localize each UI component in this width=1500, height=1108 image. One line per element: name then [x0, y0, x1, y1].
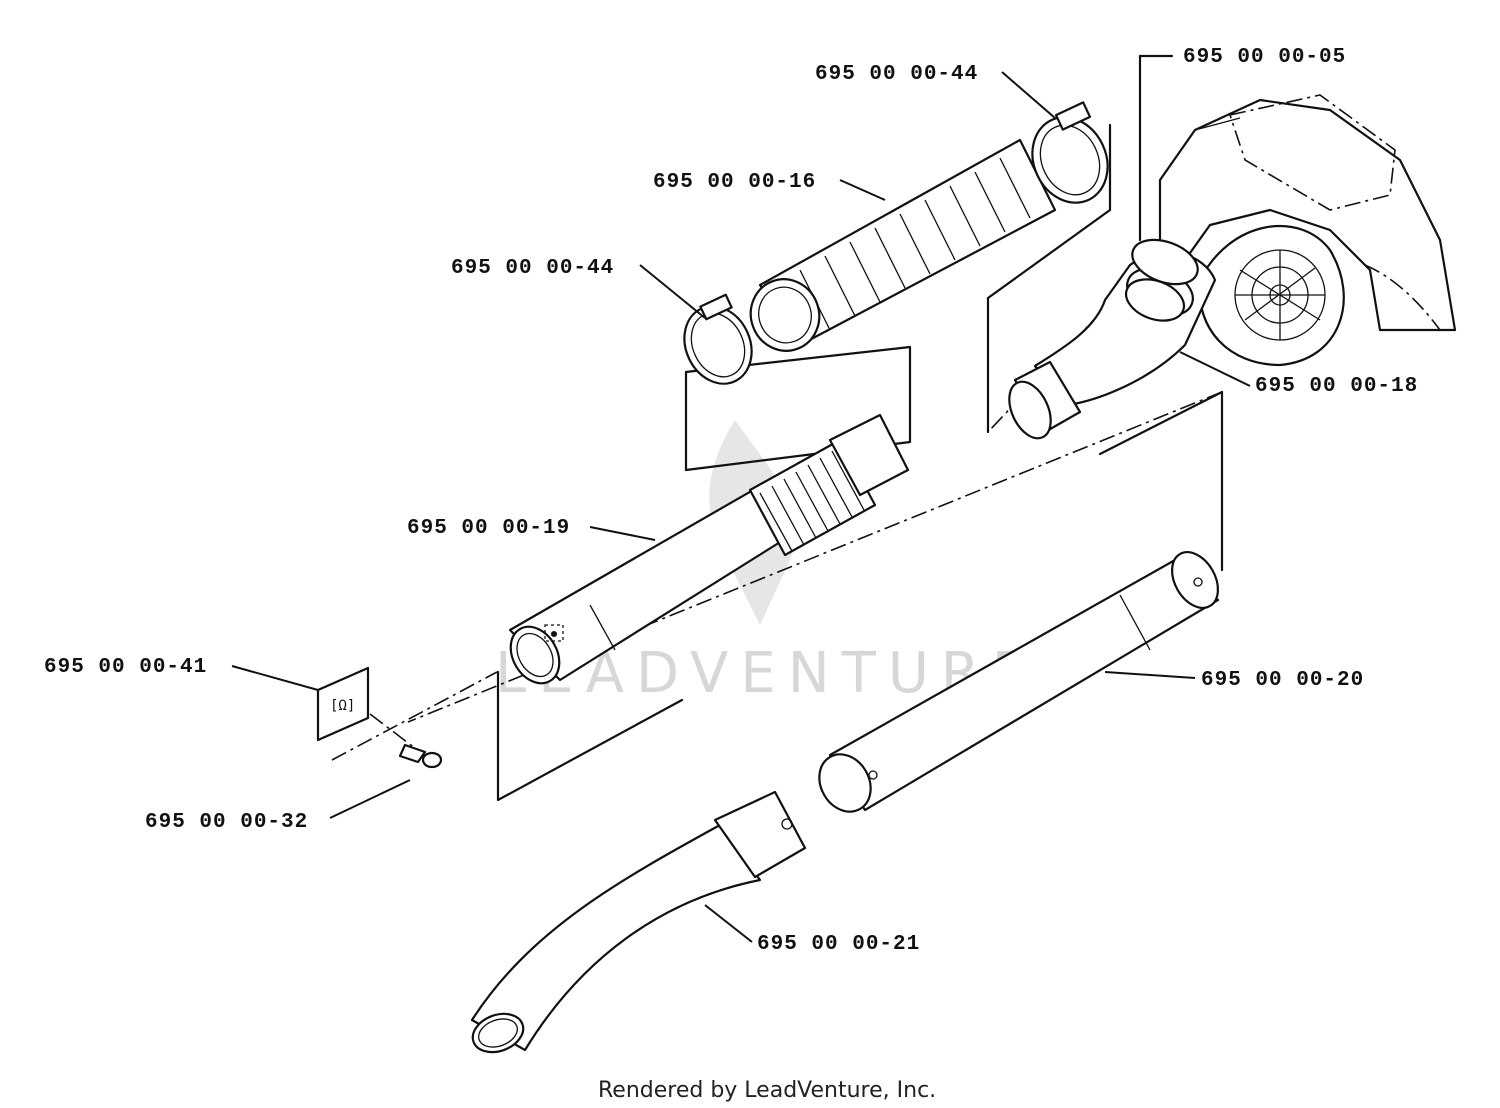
hose-clamp-upper-part [1031, 101, 1109, 204]
leader-lines [231, 71, 1251, 943]
svg-text:[Ω]: [Ω] [330, 698, 355, 714]
middle-tube-part [818, 551, 1220, 813]
label-flex-hose: 695 00 00-16 [653, 171, 816, 194]
fan-housing-part [1158, 94, 1457, 367]
footer-credit: Rendered by LeadVenture, Inc. [598, 1078, 936, 1103]
screw-part [398, 743, 443, 769]
label-upper-tube: 695 00 00-19 [407, 517, 570, 540]
part-labels: 695 00 00-44 695 00 00-05 695 00 00-16 6… [44, 46, 1418, 956]
label-fan-housing: 695 00 00-05 [1183, 46, 1346, 69]
hose-ribs [799, 157, 1031, 331]
label-screw: 695 00 00-32 [145, 811, 308, 834]
label-middle-tube: 695 00 00-20 [1201, 669, 1364, 692]
label-clamp-lower: 695 00 00-44 [451, 257, 614, 280]
hose-clamp-lower-part [683, 293, 753, 385]
label-nozzle: 695 00 00-21 [757, 933, 920, 956]
decal-plate-part: [Ω] [316, 666, 370, 742]
elbow-part [1008, 238, 1217, 440]
label-decal-plate: 695 00 00-41 [44, 656, 207, 679]
upper-tube-part [508, 413, 910, 685]
flex-hose-part [749, 138, 1057, 352]
nozzle-part [470, 790, 807, 1054]
label-elbow: 695 00 00-18 [1255, 375, 1418, 398]
label-clamp-upper: 695 00 00-44 [815, 63, 978, 86]
assembly-brackets [496, 54, 1224, 802]
